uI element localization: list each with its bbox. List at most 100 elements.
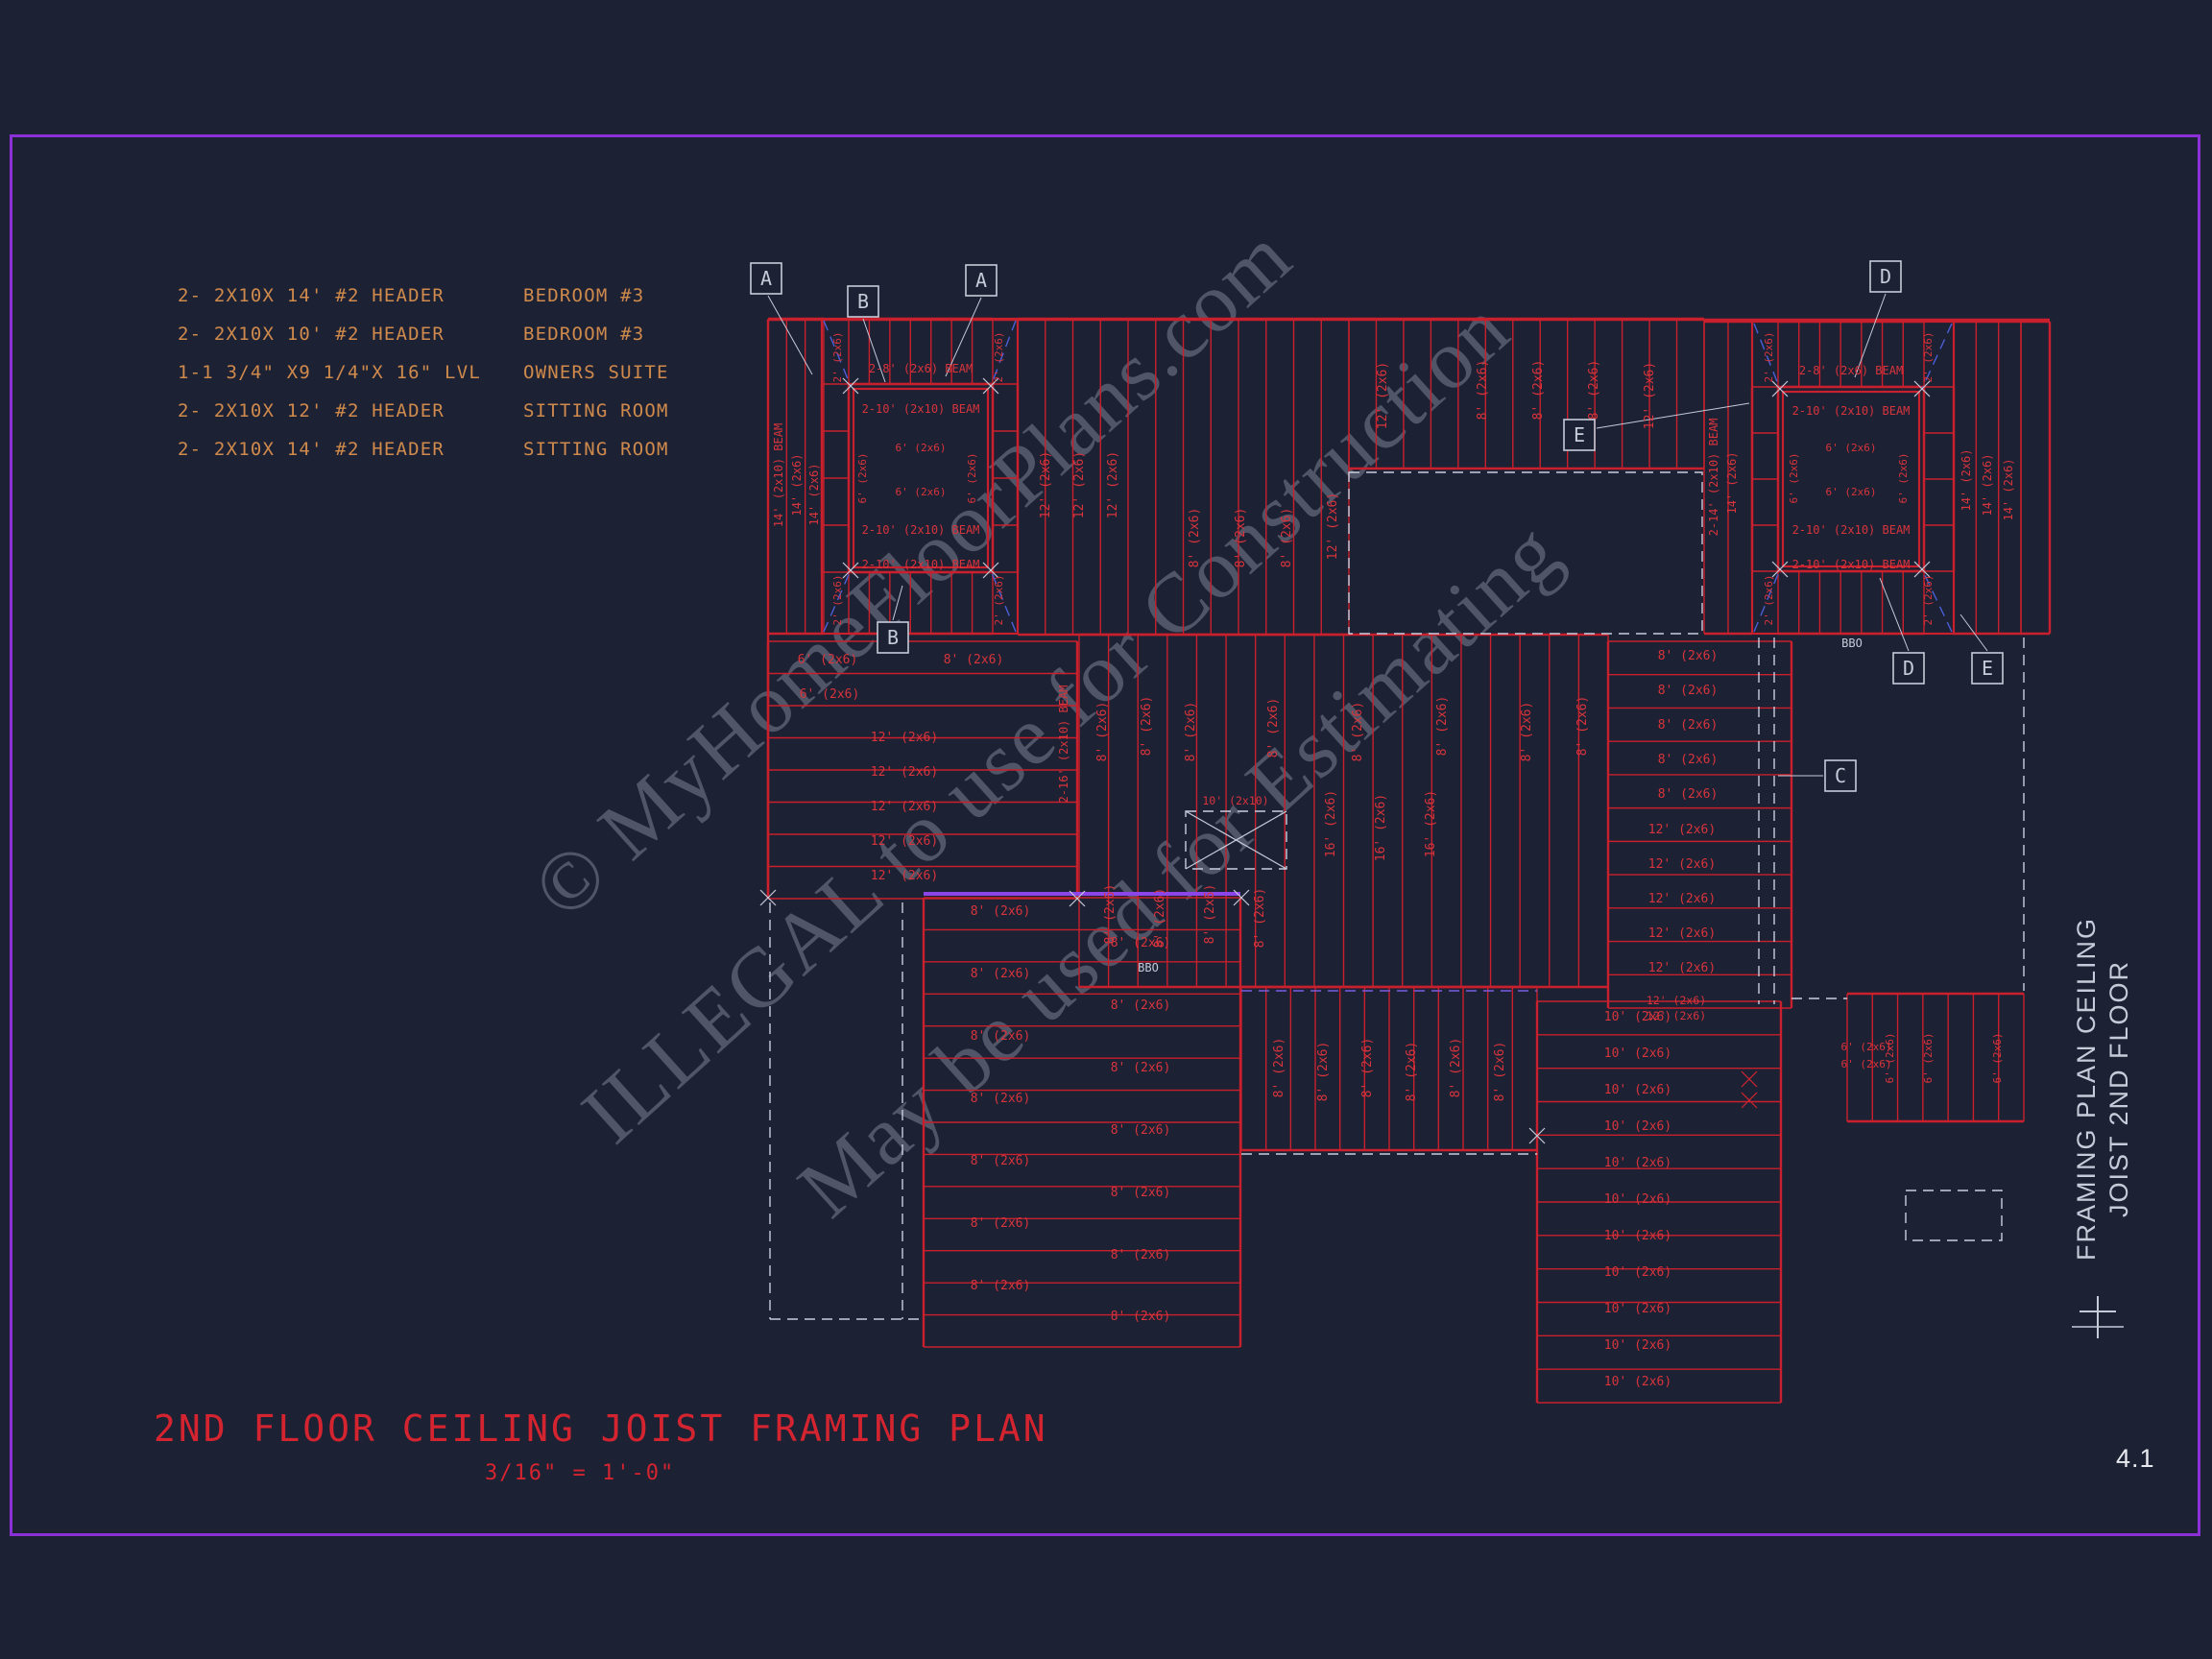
joist-label: 2-14' (2x10) BEAM [1707,419,1720,537]
joist-label: 2-8' (2x6) BEAM [1799,364,1903,377]
room-label: OWNERS SUITE [523,362,669,383]
section-marker-letter: D [1880,265,1891,288]
joist-label: 6' (2x6) [1826,442,1877,454]
joist-label: 6' (2x6) [1788,453,1800,504]
joist-label: 8' (2x6) [1253,888,1267,949]
joist-label: 8' (2x6) [971,1092,1031,1106]
joist-label: 14' (2x6) [1960,448,1973,511]
joist-label: 8' (2x6) [1111,1248,1171,1262]
joist-label: 10' (2x6) [1604,1229,1671,1243]
joist-label: 2-10' (2x10) BEAM [862,558,980,571]
joist-label: 8' (2x6) [1658,753,1719,767]
schedule-row: 1-1 3/4" X9 1/4"X 16" LVL OWNERS SUITE [178,353,669,392]
joist-label: 6' (2x6) [896,442,947,454]
joist-label: 8' (2x6) [971,1154,1031,1168]
joist-label: 8' (2x6) [971,1216,1031,1231]
joist-label: 8' (2x6) [971,1029,1031,1044]
joist-label: 8' (2x6) [1272,1038,1286,1098]
joist-label: 12' (2x6) [1039,451,1053,518]
section-marker-box [1563,419,1596,451]
joist-label: 2' (2x6) [1763,575,1775,626]
joist-label: 6' (2x6) [1841,1041,1892,1053]
joist-label: 10' (2x6) [1604,1010,1671,1024]
joist-label: 8' (2x6) [1234,508,1248,568]
header-spec: 2- 2X10X 12' #2 HEADER [178,400,445,421]
joist-label: 2' (2x6) [1922,575,1935,626]
section-marker-box [1869,260,1902,293]
beam-rect [847,382,995,574]
joist-label: 2' (2x6) [1922,332,1935,383]
joist-label: 8' (2x6) [1316,1042,1331,1102]
joist-label: 8' (2x6) [1111,936,1171,950]
joist-label: 12' (2x6) [1072,451,1087,518]
joist-label: 10' (2x6) [1604,1046,1671,1061]
joist-label: 16' (2x6) [1374,794,1388,861]
plan-title: 2ND FLOOR CEILING JOIST FRAMING PLAN [154,1407,1048,1450]
joist-label: 8' (2x6) [1405,1042,1419,1102]
x-mark [1771,561,1789,578]
joist-label: 6' (2x6) [1826,486,1877,498]
joist-label: 2-10' (2x10) BEAM [1792,404,1911,418]
x-mark [1741,1070,1758,1088]
joist-label: 16' (2x6) [1424,790,1438,857]
sheet-side-label: FRAMING PLAN CEILING JOIST 2ND FLOOR [2070,906,2135,1271]
joist-label: 6' (2x6) [1991,1033,2004,1084]
room-label: SITTING ROOM [523,439,669,460]
joist-label: 8' (2x6) [1153,888,1167,949]
joist-label: 8' (2x6) [1658,787,1719,802]
joist-label: 8' (2x6) [1280,508,1294,568]
hidden-wall-line [1921,323,1953,390]
joist-label: 6' (2x6) [896,486,947,498]
leader-line [767,295,813,375]
section-marker-box [847,285,879,318]
section-marker-letter: A [760,267,772,290]
x-mark [1069,890,1086,907]
hidden-outline [1185,810,1287,870]
joist-label: 6' (2x6) [1841,1058,1892,1070]
section-marker-letter: E [1574,423,1585,446]
joist-label: 8' (2x6) [1435,696,1450,757]
joist-label: 2-10' (2x10) BEAM [862,523,980,537]
leader-line [862,318,886,383]
x-mark [759,889,777,906]
room-label: SITTING ROOM [523,400,669,421]
x-mark [1233,889,1250,906]
joist-label: 12' (2x6) [1326,493,1340,560]
section-marker-box [965,264,998,297]
section-marker-letter: B [887,626,899,649]
joist-label: 8' (2x6) [971,1279,1031,1293]
room-label: BEDROOM #3 [523,324,645,345]
joist-label: 2' (2x6) [1763,332,1775,383]
hidden-wall-line [990,569,1017,633]
section-marker-letter: C [1835,764,1846,787]
joist-label: 10' (2x6) [1604,1302,1671,1316]
joist-label: 10' (2x6) [1604,1083,1671,1097]
joist-label: 8' (2x6) [1111,1123,1171,1138]
x-mark [1913,380,1931,397]
joist-label: 8' (2x6) [1658,649,1719,663]
section-marker-box [1892,652,1925,685]
page-number: 4.1 [2116,1444,2155,1473]
joist-label: 8' (2x6) [1575,696,1590,757]
joist-label: 12' (2x6) [1648,857,1716,872]
beam-rect-inner [1781,390,1921,568]
room-label: BEDROOM #3 [523,285,645,306]
joist-label: 6' (2x6) [1897,453,1910,504]
joist-label: 6' (2x6) [856,453,869,504]
joist-label: 8' (2x6) [1203,884,1217,945]
joist-label: 10' (2x6) [1604,1156,1671,1170]
joist-label: 8' (2x6) [1351,702,1365,762]
header-spec: 2- 2X10X 10' #2 HEADER [178,324,445,345]
joist-label: 2' (2x6) [831,332,844,383]
joist-label: 8' (2x6) [1140,696,1154,757]
x-mark [842,377,859,395]
joist-label: 12' (2x6) [1648,892,1716,906]
schedule-row: 2- 2X10X 14' #2 HEADER BEDROOM #3 [178,276,669,315]
joist-label: 12' (2x6) [871,731,938,745]
joist-label: 10' (2x6) [1604,1192,1671,1207]
joist-label: 10' (2x6) [1604,1338,1671,1353]
joist-label: 6' (2x6) [966,453,978,504]
joist-label: 8' (2x6) [1531,360,1546,421]
section-marker-box [1971,652,2004,685]
